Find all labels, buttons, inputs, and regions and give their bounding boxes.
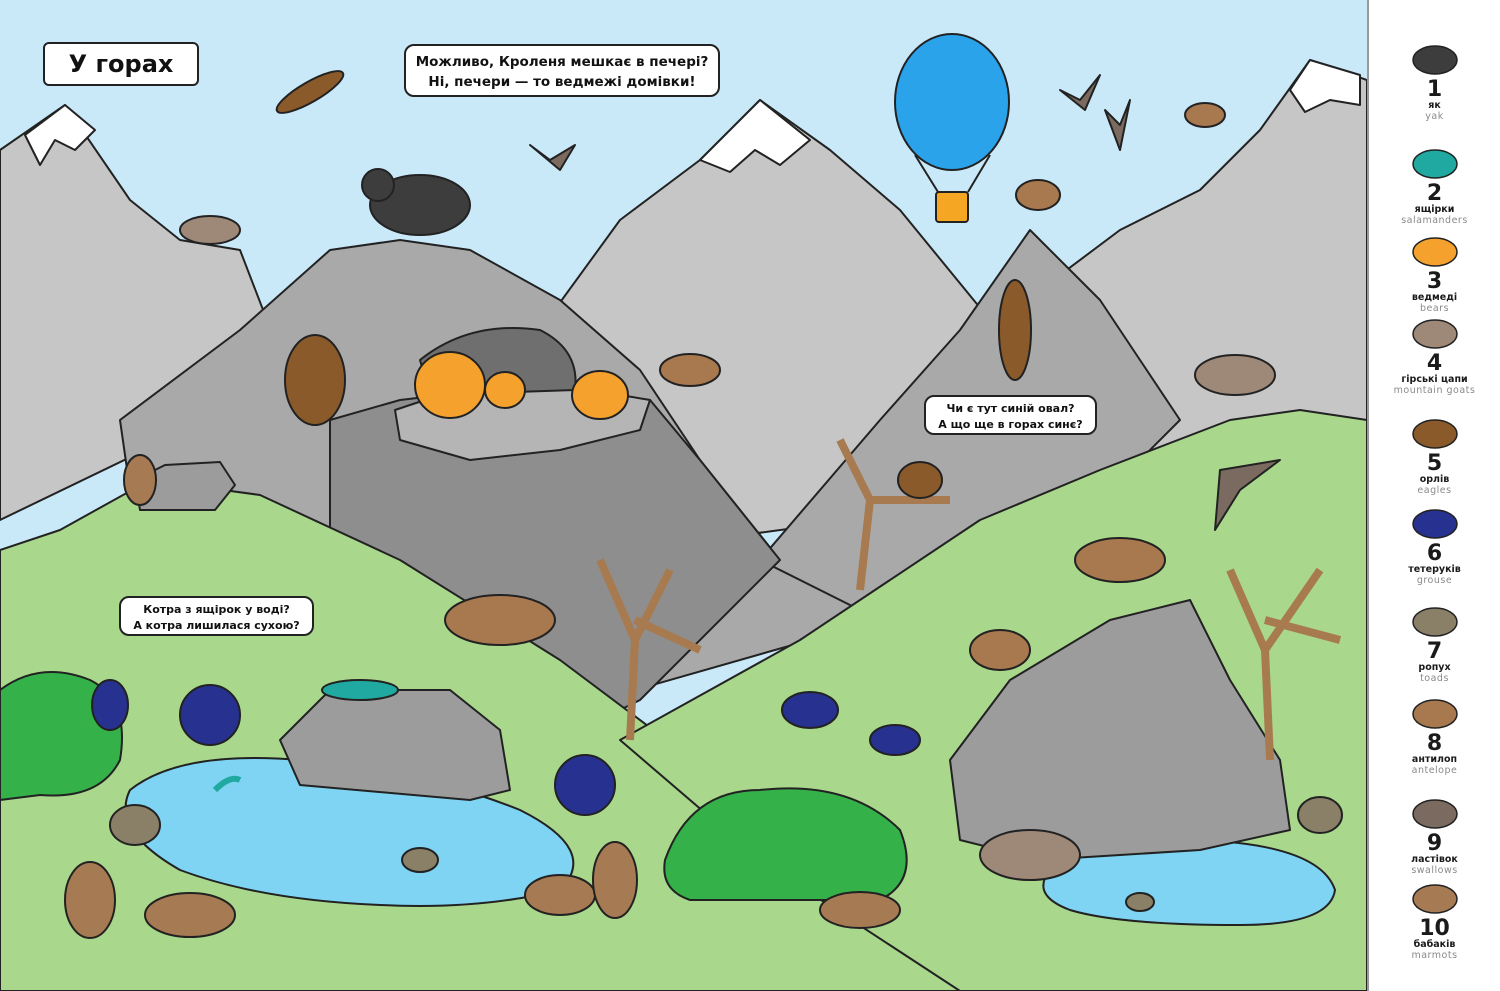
bear — [414, 351, 629, 420]
goat-icon — [1411, 319, 1458, 349]
legend-label-en: bears — [1419, 303, 1450, 314]
legend-number: 5 — [1426, 451, 1443, 476]
grouse-icon — [1411, 509, 1458, 539]
legend-number: 7 — [1426, 639, 1443, 664]
tree-nest — [836, 438, 950, 591]
legend-label-en: marmots — [1411, 950, 1458, 961]
legend-number: 9 — [1426, 831, 1443, 856]
legend-label-uk: антилоп — [1411, 754, 1458, 765]
legend-number: 10 — [1419, 916, 1450, 941]
bubble-line: А котра лишилася сухою? — [133, 619, 300, 632]
legend-label-uk: тетеруків — [1408, 564, 1461, 575]
salamander — [212, 679, 399, 793]
tree-right — [1226, 567, 1342, 761]
legend-label-en: eagles — [1417, 485, 1452, 496]
swallow-icon — [1411, 799, 1458, 829]
legend-label-uk: ластівок — [1411, 854, 1458, 865]
legend-label-en: yak — [1425, 111, 1444, 122]
bubble-line: А що ще в горах синє? — [938, 418, 1083, 431]
antelope — [444, 102, 1226, 671]
goat — [179, 215, 1276, 881]
legend-label-uk: ропух — [1418, 662, 1451, 673]
tree-center — [596, 558, 702, 741]
legend-label-uk: гірські цапи — [1401, 374, 1468, 385]
toad — [109, 796, 1343, 912]
bubble-line: Чи є тут синій овал? — [946, 402, 1075, 415]
legend-label-en: antelope — [1411, 765, 1458, 776]
page-title: У горах — [43, 42, 199, 86]
eagle — [275, 70, 1032, 499]
legend-number: 3 — [1426, 269, 1443, 294]
bubble-line: Можливо, Кроленя мешкає в печері? — [415, 54, 709, 70]
bush-center — [663, 787, 908, 901]
legend-label-uk: ведмеді — [1411, 292, 1458, 303]
bubble-line: Ні, печери — то ведмежі домівки! — [428, 74, 696, 90]
salamander-icon — [1411, 149, 1458, 179]
eagle-icon — [1411, 419, 1458, 449]
legend-label-uk: як — [1428, 100, 1441, 111]
legend-label-uk: орлів — [1419, 474, 1450, 485]
swallow — [529, 74, 1281, 531]
speech-bubble-cave: Можливо, Кроленя мешкає в печері? Ні, пе… — [404, 44, 720, 97]
legend-label-en: grouse — [1416, 575, 1453, 586]
legend-label-en: salamanders — [1401, 215, 1468, 226]
speech-bubble-blue: Чи є тут синій овал? А що ще в горах син… — [924, 395, 1097, 435]
legend-label-uk: бабаків — [1413, 939, 1456, 950]
boulder-small — [134, 461, 236, 511]
speech-bubble-salamanders: Котра з ящірок у воді? А котра лишилася … — [119, 596, 314, 636]
grouse — [91, 679, 921, 816]
mountain-scene — [0, 0, 1367, 991]
legend-number: 6 — [1426, 541, 1443, 566]
marmot-icon — [1411, 884, 1458, 914]
legend-label-uk: ящірки — [1414, 204, 1455, 215]
legend-label-en: toads — [1420, 673, 1449, 684]
legend-number: 2 — [1426, 181, 1443, 206]
legend-number: 4 — [1426, 351, 1443, 376]
yak-icon — [1411, 45, 1458, 75]
toad-icon — [1411, 607, 1458, 637]
yak — [361, 168, 471, 236]
bear-icon — [1411, 237, 1458, 267]
legend-label-en: swallows — [1411, 865, 1458, 876]
legend-number: 8 — [1426, 731, 1443, 756]
legend-label-en: mountain goats — [1393, 385, 1476, 396]
snow-caps — [24, 59, 1361, 173]
hot-air-balloon — [894, 33, 1010, 223]
legend-number: 1 — [1426, 77, 1443, 102]
marmot — [64, 454, 901, 939]
bubble-line: Котра з ящірок у воді? — [143, 603, 290, 616]
antelope-icon — [1411, 699, 1458, 729]
